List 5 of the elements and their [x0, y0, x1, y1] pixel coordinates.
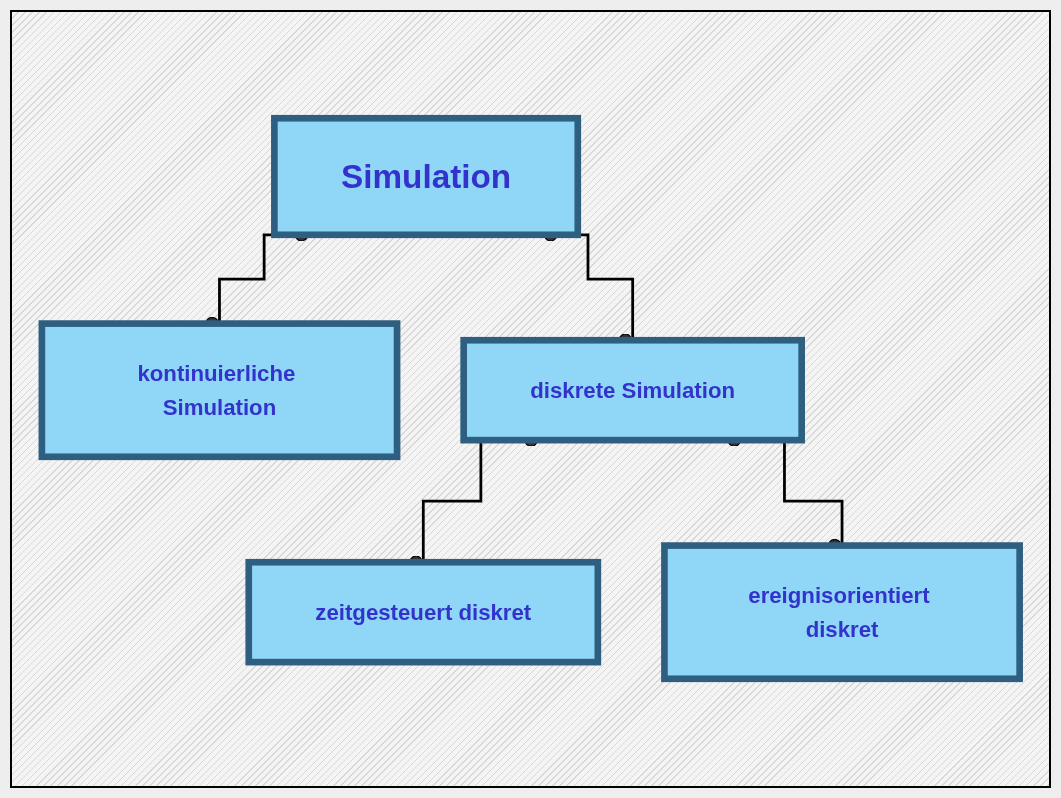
node-box: diskrete Simulation	[460, 337, 805, 444]
node-box: kontinuierliche Simulation	[38, 320, 401, 461]
node-box: Simulation	[270, 115, 581, 239]
node-box: zeitgesteuert diskret	[245, 559, 601, 666]
node-box: ereignisorientiert diskret	[660, 542, 1023, 683]
